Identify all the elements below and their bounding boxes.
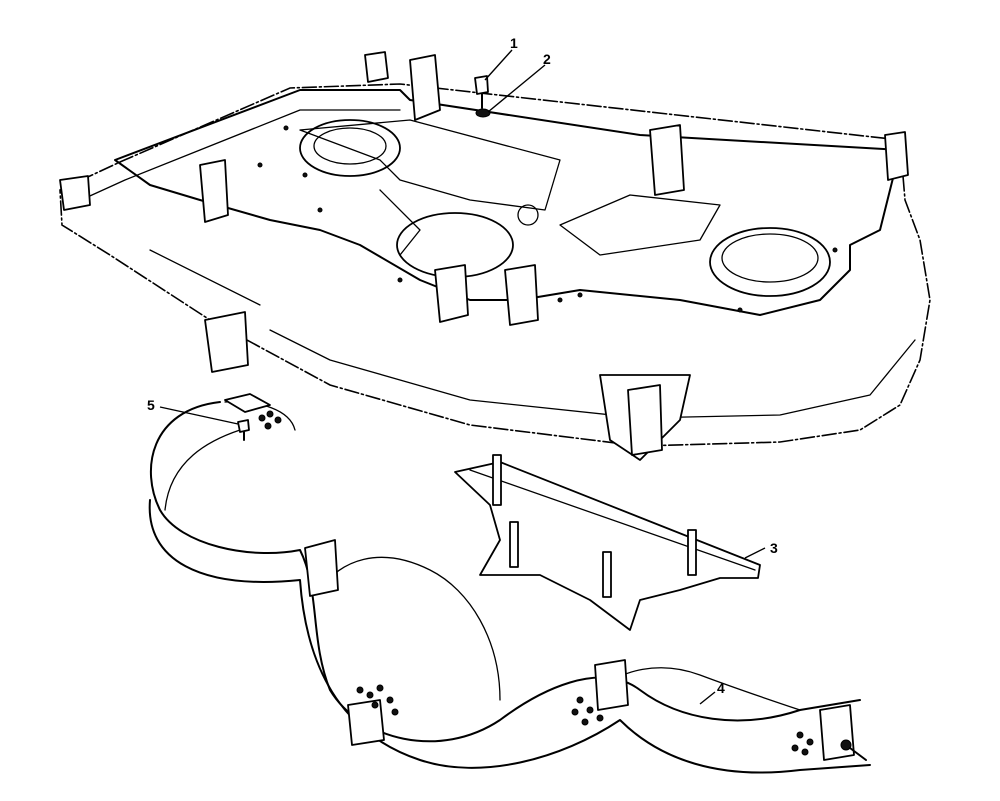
mower-deck-housing — [59, 51, 931, 461]
bolt-part — [474, 75, 489, 109]
deck-mount-bracket — [59, 51, 909, 461]
deck-holes — [257, 125, 838, 313]
callout-label-5: 5 — [147, 397, 155, 413]
end-bolt — [840, 739, 867, 761]
callout-label-2: 2 — [543, 51, 551, 67]
vent-perforations — [258, 410, 814, 756]
washer-part — [475, 108, 491, 118]
callout-labels: 1 2 3 4 5 — [147, 35, 778, 696]
baffle-skirt-part — [148, 393, 871, 774]
callout-leaders — [159, 49, 766, 705]
baffle-plate-part — [454, 454, 761, 631]
screw-part — [237, 419, 250, 441]
callout-label-1: 1 — [510, 35, 518, 51]
callout-label-3: 3 — [770, 540, 778, 556]
callout-label-4: 4 — [717, 680, 725, 696]
